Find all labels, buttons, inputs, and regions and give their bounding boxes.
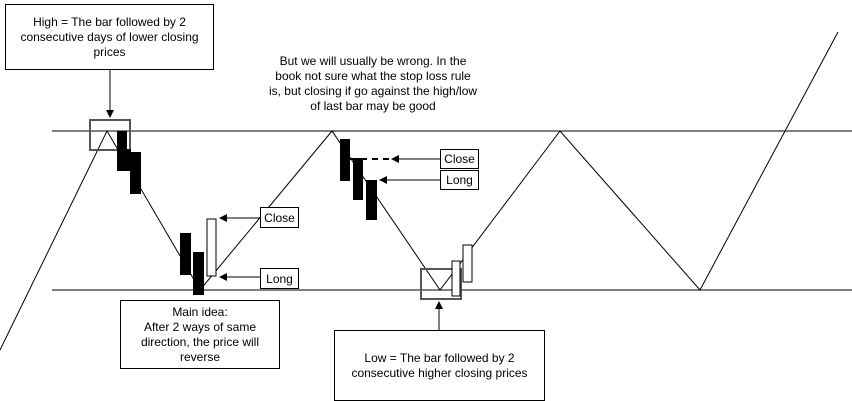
bearish-bar: [123, 149, 131, 171]
high-highlight-box: [89, 119, 131, 151]
bearish-bar: [117, 131, 127, 171]
close-label-2: Close: [440, 149, 479, 169]
bearish-bar: [130, 152, 141, 194]
low-highlight-box: [420, 268, 462, 300]
low-definition-note: Low = The bar followed by 2 consecutive …: [334, 330, 545, 401]
bullish-bar: [451, 260, 461, 297]
bearish-bar: [180, 233, 191, 275]
bearish-bar: [366, 180, 377, 220]
bullish-bar: [206, 218, 217, 277]
bullish-bar: [462, 244, 473, 283]
bearish-bar: [340, 139, 350, 181]
wrong-note: But we will usually be wrong. In the boo…: [268, 54, 478, 113]
main-idea-note: Main idea: After 2 ways of same directio…: [120, 300, 280, 369]
close-label-1: Close: [260, 207, 299, 228]
high-definition-note: High = The bar followed by 2 consecutive…: [5, 4, 214, 70]
long-label-2: Long: [440, 170, 479, 190]
bearish-bar: [193, 252, 204, 295]
bearish-bar: [353, 158, 363, 200]
long-label-1: Long: [260, 268, 299, 289]
